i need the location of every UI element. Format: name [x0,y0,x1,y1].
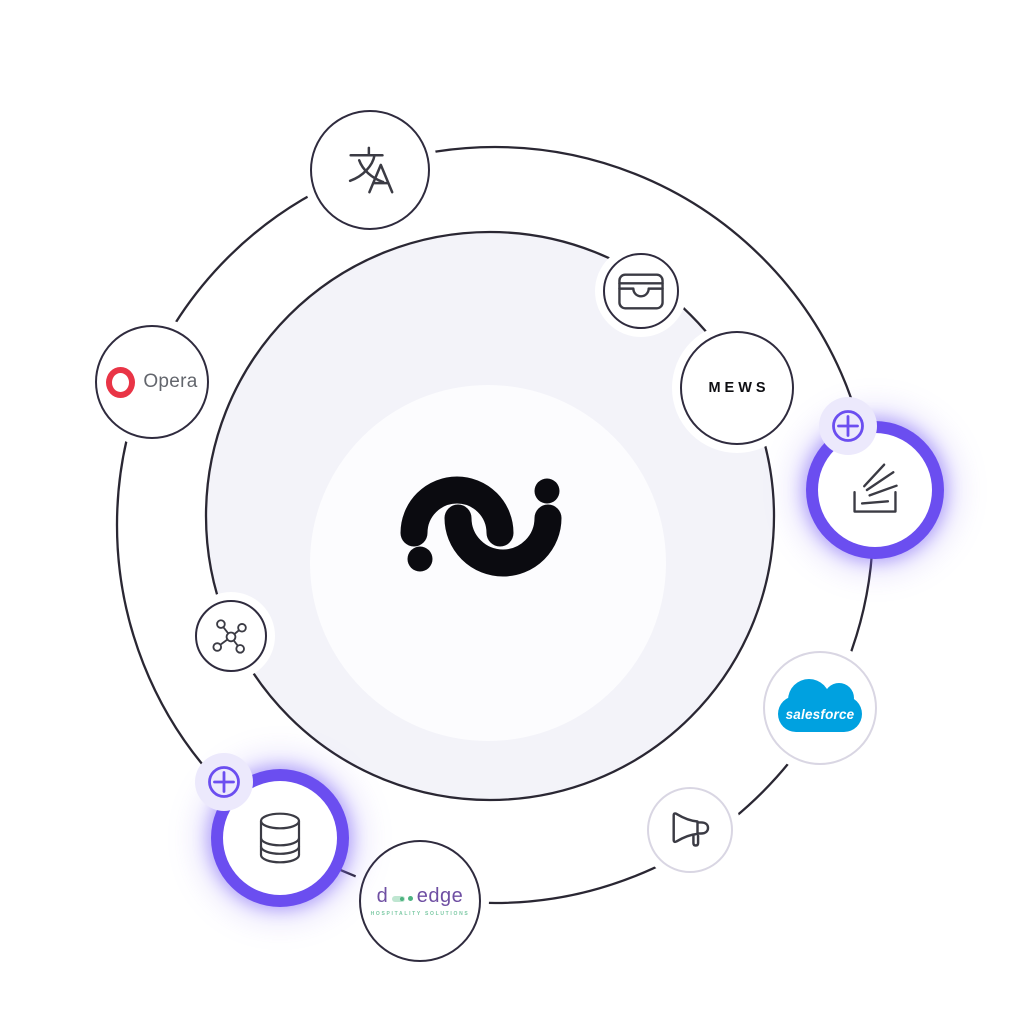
satellite-database [195,753,337,895]
dedge-separator-dots [392,895,413,902]
add-integration-button[interactable] [819,397,877,455]
circle-plus-icon [208,766,240,798]
wallet-icon [618,273,664,309]
database-icon [259,812,301,864]
satellite-tray [818,397,932,547]
opera-logo-text: Opera [143,371,198,392]
satellite-dedge: d edge HOSPITALITY SOLUTIONS [359,840,481,962]
satellite-network [195,600,267,672]
tray-rays-icon [853,463,898,513]
satellite-wallet [603,253,679,329]
translate-icon [348,146,394,194]
dedge-wordmark: d edge [377,885,464,908]
circle-plus-icon [832,410,864,442]
dedge-word-d: d [376,885,389,907]
add-integration-button[interactable] [195,753,253,811]
satellite-mews: MEWS [680,331,794,445]
dedge-logo: d edge HOSPITALITY SOLUTIONS [371,885,470,917]
dedge-word-edge: edge [416,885,464,907]
satellite-translate [310,110,430,230]
satellite-opera: Opera [95,325,209,439]
network-nodes-icon [212,619,247,654]
satellite-salesforce: salesforce [763,651,877,765]
opera-logo: Opera [106,366,198,398]
satellite-megaphone [647,787,733,873]
linked-arcs-brand-logo [400,476,562,577]
mews-logo: MEWS [708,380,770,396]
opera-o-icon [106,366,136,398]
salesforce-logo-text: salesforce [785,706,855,722]
salesforce-cloud-logo: salesforce [778,679,862,732]
megaphone-icon [671,812,709,847]
dedge-tagline: HOSPITALITY SOLUTIONS [370,911,470,917]
